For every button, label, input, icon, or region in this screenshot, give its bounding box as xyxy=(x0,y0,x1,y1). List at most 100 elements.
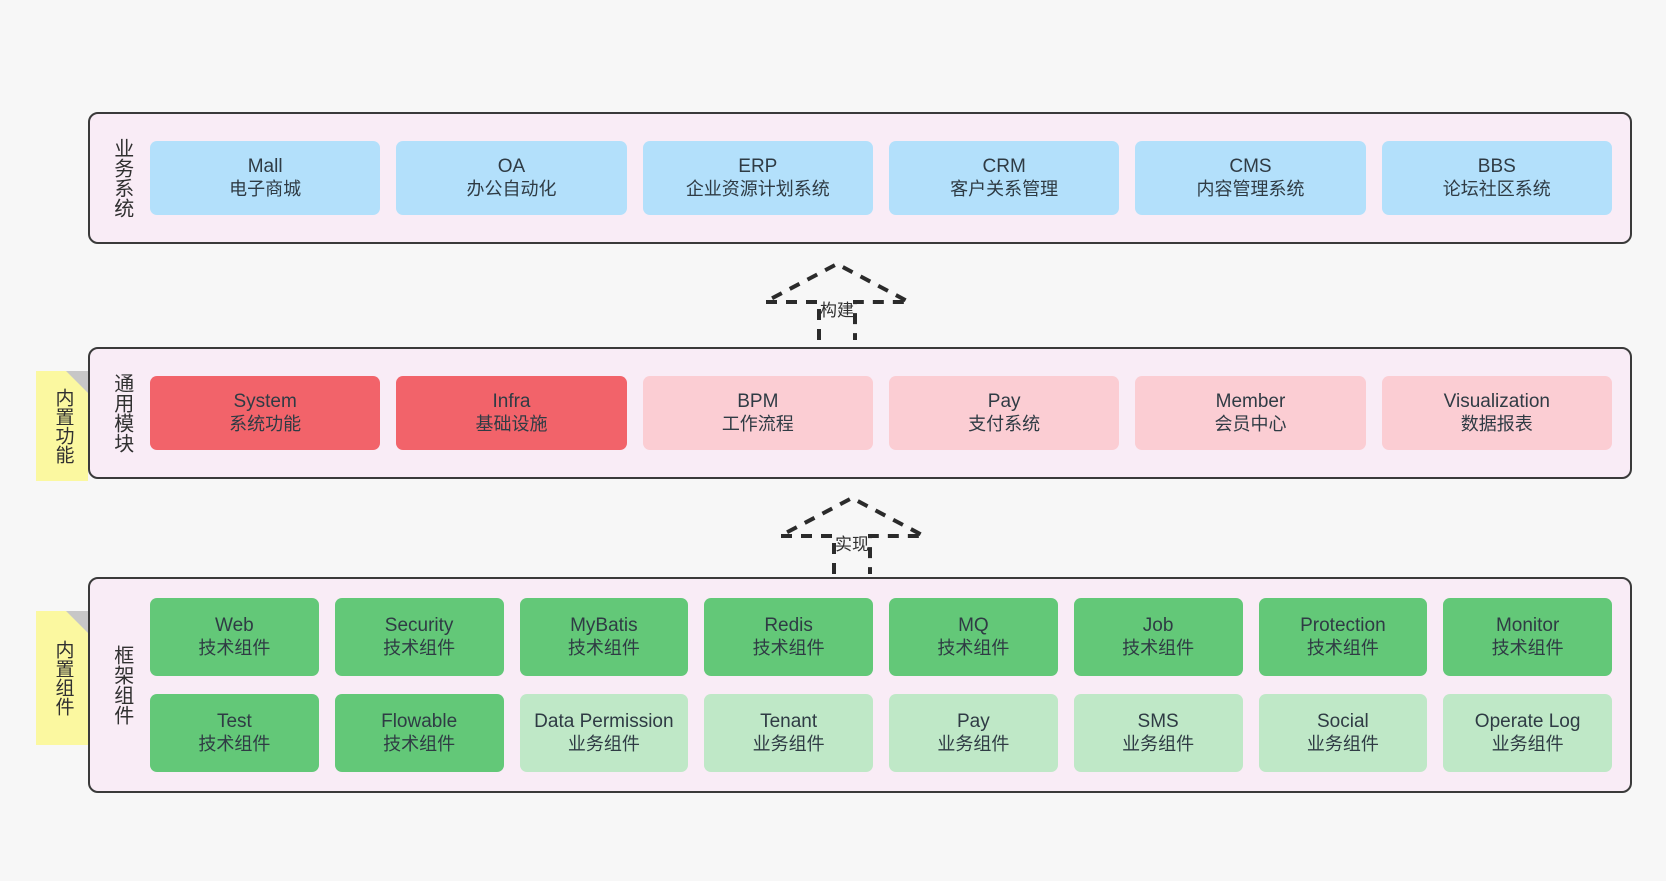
card-title-cn: 技术组件 xyxy=(1306,637,1379,658)
sticky-note-builtin-components: 内置组件 xyxy=(36,611,88,745)
component-card-mq[interactable]: MQ 技术组件 xyxy=(889,598,1058,676)
card-title-en: SMS xyxy=(1137,711,1179,733)
generalization-arrow-icon xyxy=(779,495,925,574)
business-card-mall[interactable]: Mall 电子商城 xyxy=(150,141,381,215)
module-card-visualization[interactable]: Visualization 数据报表 xyxy=(1381,376,1612,450)
card-title-cn: 技术组件 xyxy=(198,637,271,658)
card-title-en: Member xyxy=(1215,391,1286,413)
layer-framework-title: 框架组件 xyxy=(110,645,133,725)
sticky-note-label: 内置组件 xyxy=(52,640,74,716)
layer-common-body: System 系统功能 Infra 基础设施 BPM 工作流程 Pay 支付系统… xyxy=(142,349,1630,477)
module-card-bpm[interactable]: BPM 工作流程 xyxy=(642,376,873,450)
card-title-en: System xyxy=(233,391,297,413)
component-card-protection[interactable]: Protection 技术组件 xyxy=(1258,598,1428,676)
card-title-en: Data Permission xyxy=(534,711,674,733)
card-title-cn: 业务组件 xyxy=(1491,733,1564,754)
card-title-en: Monitor xyxy=(1495,615,1560,637)
card-title-cn: 电子商城 xyxy=(229,178,302,199)
card-title-en: Pay xyxy=(957,711,990,733)
component-card-web[interactable]: Web 技术组件 xyxy=(150,598,319,676)
component-card-pay[interactable]: Pay 业务组件 xyxy=(889,694,1058,772)
business-card-crm[interactable]: CRM 客户关系管理 xyxy=(888,141,1120,215)
component-card-monitor[interactable]: Monitor 技术组件 xyxy=(1443,598,1612,676)
module-card-infra[interactable]: Infra 基础设施 xyxy=(396,376,627,450)
component-card-tenant[interactable]: Tenant 业务组件 xyxy=(704,694,873,772)
module-card-member[interactable]: Member 会员中心 xyxy=(1135,376,1366,450)
card-title-cn: 支付系统 xyxy=(968,413,1041,434)
card-title-en: Flowable xyxy=(381,711,458,733)
card-title-en: Pay xyxy=(987,391,1021,413)
card-title-en: CMS xyxy=(1229,156,1272,178)
sticky-note-builtin-features: 内置功能 xyxy=(36,371,88,481)
card-title-en: Tenant xyxy=(760,711,818,733)
card-title-cn: 企业资源计划系统 xyxy=(685,178,830,199)
card-title-en: Social xyxy=(1317,711,1369,733)
card-title-cn: 技术组件 xyxy=(1491,637,1564,658)
card-title-en: Job xyxy=(1142,615,1174,637)
business-row: Mall 电子商城 OA 办公自动化 ERP 企业资源计划系统 CRM 客户关系… xyxy=(150,141,1612,215)
card-title-cn: 业务组件 xyxy=(1306,733,1379,754)
card-title-en: MQ xyxy=(958,615,989,637)
framework-row-business: Test 技术组件 Flowable 技术组件 Data Permission … xyxy=(150,694,1612,772)
component-card-flowable[interactable]: Flowable 技术组件 xyxy=(334,694,504,772)
component-card-sms[interactable]: SMS 业务组件 xyxy=(1073,694,1243,772)
card-title-en: MyBatis xyxy=(570,615,638,637)
layer-framework-components: 框架组件 Web 技术组件 Security 技术组件 MyBatis 技术组件… xyxy=(88,577,1632,793)
component-card-job[interactable]: Job 技术组件 xyxy=(1073,598,1243,676)
component-card-mybatis[interactable]: MyBatis 技术组件 xyxy=(519,598,689,676)
layer-business-body: Mall 电子商城 OA 办公自动化 ERP 企业资源计划系统 CRM 客户关系… xyxy=(142,114,1630,242)
card-title-en: Redis xyxy=(764,615,813,637)
card-title-cn: 技术组件 xyxy=(383,733,456,754)
card-title-cn: 业务组件 xyxy=(567,733,640,754)
component-card-operate-log[interactable]: Operate Log 业务组件 xyxy=(1443,694,1612,772)
card-title-en: Operate Log xyxy=(1474,711,1581,733)
business-card-bbs[interactable]: BBS 论坛社区系统 xyxy=(1381,141,1612,215)
connector-build: 构建 xyxy=(757,258,917,354)
card-title-cn: 会员中心 xyxy=(1214,413,1287,434)
card-title-en: Infra xyxy=(492,391,531,413)
layer-business-title: 业务系统 xyxy=(110,138,133,218)
module-card-system[interactable]: System 系统功能 xyxy=(150,376,381,450)
card-title-en: BBS xyxy=(1477,156,1516,178)
layer-common-title: 通用模块 xyxy=(110,373,133,453)
component-card-data-permission[interactable]: Data Permission 业务组件 xyxy=(519,694,689,772)
card-title-cn: 技术组件 xyxy=(937,637,1010,658)
card-title-cn: 技术组件 xyxy=(198,733,271,754)
card-title-cn: 基础设施 xyxy=(475,413,548,434)
layer-common-modules: 通用模块 System 系统功能 Infra 基础设施 BPM 工作流程 Pay… xyxy=(88,347,1632,479)
layer-framework-body: Web 技术组件 Security 技术组件 MyBatis 技术组件 Redi… xyxy=(142,579,1630,791)
card-title-cn: 业务组件 xyxy=(1122,733,1195,754)
card-title-cn: 内容管理系统 xyxy=(1196,178,1305,199)
card-title-cn: 客户关系管理 xyxy=(950,178,1059,199)
business-card-erp[interactable]: ERP 企业资源计划系统 xyxy=(642,141,873,215)
module-card-pay[interactable]: Pay 支付系统 xyxy=(888,376,1120,450)
component-card-test[interactable]: Test 技术组件 xyxy=(150,694,319,772)
card-title-cn: 技术组件 xyxy=(752,637,825,658)
component-card-security[interactable]: Security 技术组件 xyxy=(334,598,504,676)
business-card-oa[interactable]: OA 办公自动化 xyxy=(396,141,627,215)
card-title-en: Web xyxy=(215,615,254,637)
component-card-social[interactable]: Social 业务组件 xyxy=(1258,694,1428,772)
card-title-en: ERP xyxy=(738,156,778,178)
framework-row-tech: Web 技术组件 Security 技术组件 MyBatis 技术组件 Redi… xyxy=(150,598,1612,676)
generalization-arrow-icon xyxy=(764,261,910,340)
card-title-en: Test xyxy=(216,711,252,733)
card-title-en: Visualization xyxy=(1443,391,1550,413)
common-row: System 系统功能 Infra 基础设施 BPM 工作流程 Pay 支付系统… xyxy=(150,376,1612,450)
business-card-cms[interactable]: CMS 内容管理系统 xyxy=(1135,141,1366,215)
card-title-en: BPM xyxy=(737,391,779,413)
card-title-cn: 业务组件 xyxy=(752,733,825,754)
card-title-cn: 业务组件 xyxy=(937,733,1010,754)
card-title-en: CRM xyxy=(982,156,1026,178)
card-title-cn: 办公自动化 xyxy=(466,178,557,199)
connector-realize: 实现 xyxy=(772,492,932,588)
sticky-note-label: 内置功能 xyxy=(52,388,74,464)
card-title-en: Mall xyxy=(247,156,283,178)
card-title-cn: 技术组件 xyxy=(567,637,640,658)
card-title-en: OA xyxy=(497,156,526,178)
card-title-cn: 技术组件 xyxy=(1122,637,1195,658)
card-title-cn: 系统功能 xyxy=(229,413,302,434)
card-title-cn: 工作流程 xyxy=(721,413,794,434)
component-card-redis[interactable]: Redis 技术组件 xyxy=(704,598,873,676)
